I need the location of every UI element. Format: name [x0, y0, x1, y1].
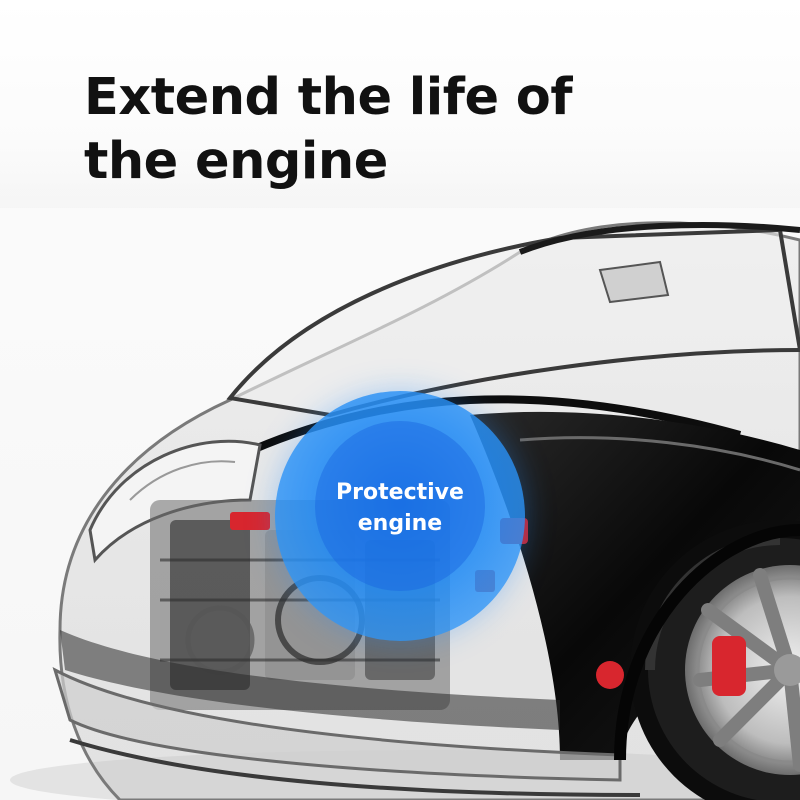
bumper-lip — [69, 738, 641, 797]
background-band — [0, 148, 800, 208]
protective-engine-badge: Protective engine — [275, 391, 525, 641]
body-highlight — [519, 436, 800, 472]
badge-text: Protective engine — [275, 477, 525, 539]
roof-line — [518, 222, 800, 255]
headline: Extend the life of the engine — [84, 66, 644, 194]
front-grille — [60, 630, 560, 730]
headline-line-1: Extend the life of — [84, 68, 573, 127]
fender-arch — [614, 524, 800, 761]
headline-line-2: the engine — [84, 132, 388, 191]
headlight-inner — [129, 460, 236, 501]
badge-inner-circle — [315, 421, 485, 591]
front-bumper — [52, 667, 622, 782]
badge-line-2: engine — [357, 511, 443, 536]
rear-view-mirror — [598, 260, 670, 304]
badge-line-1: Protective — [336, 480, 464, 505]
